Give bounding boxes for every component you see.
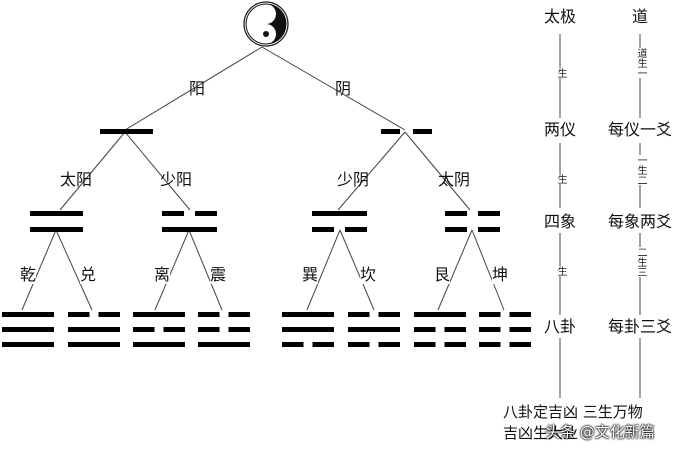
label-taiji: 太极 bbox=[543, 7, 577, 26]
yin-line-segment bbox=[348, 312, 370, 317]
trigram-zhen bbox=[198, 312, 250, 347]
yang-line bbox=[68, 342, 120, 347]
trigram-xun bbox=[282, 312, 334, 347]
yang-line bbox=[133, 342, 185, 347]
yin-line-segment bbox=[509, 312, 531, 317]
label-qian: 乾 bbox=[19, 265, 37, 284]
yin-line-segment bbox=[198, 327, 220, 332]
trigram-kan bbox=[348, 312, 400, 347]
label-sheng-3: 生 bbox=[555, 266, 566, 276]
label-taiyang: 太阳 bbox=[59, 170, 93, 189]
yang-line bbox=[2, 312, 54, 317]
yin-line-segment bbox=[198, 312, 220, 317]
yin-line-segment bbox=[228, 312, 250, 317]
label-dao-sheng-yi: 道生一 bbox=[635, 48, 646, 78]
yang-line bbox=[68, 327, 120, 332]
yang-line bbox=[348, 327, 400, 332]
tree-lines bbox=[21, 34, 641, 398]
yin-line-segment bbox=[378, 342, 400, 347]
yin-line-segment bbox=[414, 327, 436, 332]
yang-line bbox=[133, 312, 185, 317]
yin-line-segment bbox=[348, 342, 370, 347]
label-meixiang-liangyao: 每象两爻 bbox=[607, 212, 673, 231]
label-sheng-2: 生 bbox=[555, 174, 566, 184]
label-gen: 艮 bbox=[433, 265, 451, 284]
label-kan: 坎 bbox=[359, 265, 377, 284]
trigram-lines bbox=[2, 312, 531, 347]
label-yang: 阳 bbox=[188, 79, 206, 98]
yin-line-right bbox=[413, 129, 432, 134]
label-dui: 兑 bbox=[79, 265, 97, 284]
yin-line-segment bbox=[444, 327, 466, 332]
label-li: 离 bbox=[153, 265, 171, 284]
trigram-dui bbox=[68, 312, 120, 347]
yang-line bbox=[414, 312, 466, 317]
yang-line bbox=[282, 312, 334, 317]
label-shaoyin: 少阴 bbox=[336, 170, 370, 189]
label-taiyin: 太阴 bbox=[437, 170, 471, 189]
trigram-kun bbox=[479, 312, 531, 347]
yang-line bbox=[198, 342, 250, 347]
label-shaoyang: 少阳 bbox=[159, 170, 193, 189]
yin-line-segment bbox=[98, 312, 120, 317]
label-dao: 道 bbox=[631, 7, 649, 26]
yin-yang-icon bbox=[243, 1, 289, 47]
yin-line-segment bbox=[479, 312, 501, 317]
yin-line-segment bbox=[133, 327, 155, 332]
trigram-li bbox=[133, 312, 185, 347]
label-bagua: 八卦 bbox=[543, 317, 577, 336]
yin-line-left bbox=[381, 129, 400, 134]
trigram-gen bbox=[414, 312, 466, 347]
bottom-text-line2: 吉凶生大业 bbox=[503, 424, 579, 442]
label-kun: 坤 bbox=[491, 265, 509, 284]
label-sheng-1: 生 bbox=[555, 68, 566, 78]
bottom-text-line1: 八卦定吉凶 三生万物 bbox=[503, 403, 643, 421]
yin-line-segment bbox=[509, 342, 531, 347]
label-yi-sheng-er: 一生二 bbox=[635, 155, 646, 185]
trigram-qian bbox=[2, 312, 54, 347]
yin-line-segment bbox=[228, 327, 250, 332]
sixiang-lines bbox=[30, 211, 500, 232]
label-xun: 巽 bbox=[301, 265, 319, 284]
yin-line-segment bbox=[163, 327, 185, 332]
yin-line-segment bbox=[509, 327, 531, 332]
yin-line-segment bbox=[414, 342, 436, 347]
yang-line bbox=[2, 327, 54, 332]
label-meiyi-yiyao: 每仪一爻 bbox=[607, 120, 673, 139]
label-zhen: 震 bbox=[209, 265, 227, 284]
label-sixiang: 四象 bbox=[543, 212, 577, 231]
yang-line bbox=[100, 129, 153, 134]
yin-line-segment bbox=[312, 342, 334, 347]
watermark: 头条 @文化新篇 bbox=[545, 423, 655, 441]
yin-line-segment bbox=[378, 312, 400, 317]
label-liangyi: 两仪 bbox=[543, 120, 577, 139]
liangyi-lines bbox=[100, 129, 432, 134]
label-er-sheng-san: 二生三 bbox=[635, 247, 646, 277]
yang-line bbox=[282, 327, 334, 332]
label-meigua-sanyao: 每卦三爻 bbox=[607, 317, 673, 336]
yin-line-segment bbox=[68, 312, 90, 317]
yin-line-segment bbox=[479, 342, 501, 347]
yin-line-segment bbox=[479, 327, 501, 332]
yang-line bbox=[2, 342, 54, 347]
label-yin: 阴 bbox=[334, 79, 352, 98]
yin-line-segment bbox=[282, 342, 304, 347]
yin-line-segment bbox=[444, 342, 466, 347]
